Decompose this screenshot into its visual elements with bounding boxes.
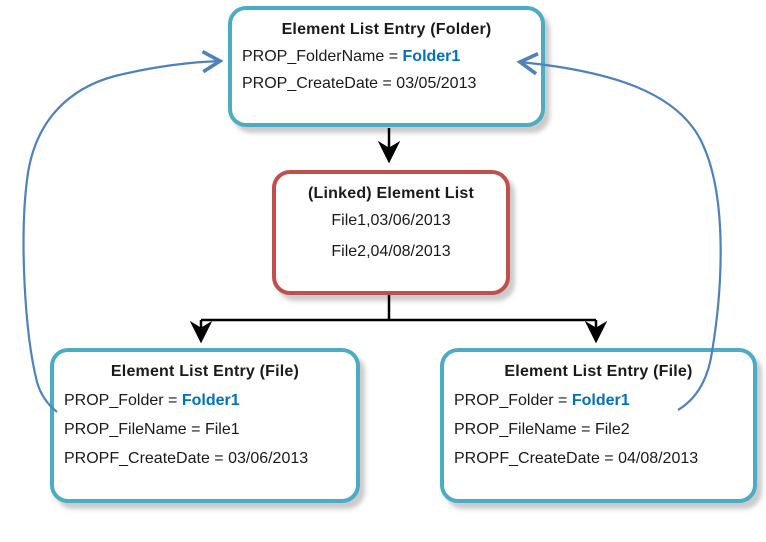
node-file1-entry: Element List Entry (File) PROP_Folder = …: [50, 348, 360, 503]
node-linked-element-list: (Linked) Element List File1,03/06/2013 F…: [272, 170, 510, 295]
node-linked-element-list-title: (Linked) Element List: [308, 185, 474, 202]
file1-folder-value: Folder1: [181, 392, 240, 409]
file2-folder-line: PROP_Folder = Folder1: [444, 392, 753, 410]
folder-create-date-line: PROP_CreateDate = 03/05/2013: [242, 75, 477, 92]
file2-folder-value: Folder1: [571, 392, 630, 409]
file2-name-line: PROP_FileName = File2: [454, 421, 630, 438]
node-file1-entry-title: Element List Entry (File): [110, 363, 300, 380]
linked-list-row: File2,04/08/2013: [331, 243, 451, 260]
node-file2-entry: Element List Entry (File) PROP_Folder = …: [440, 348, 757, 503]
node-folder-entry: Element List Entry (Folder) PROP_FolderN…: [228, 6, 545, 127]
folder-name-line: PROP_FolderName = Folder1: [232, 48, 541, 66]
folder-name-label: PROP_FolderName =: [242, 48, 403, 65]
linked-list-row: File1,03/06/2013: [331, 212, 451, 229]
file1-create-date-line: PROPF_CreateDate = 03/06/2013: [64, 450, 309, 467]
file2-folder-label: PROP_Folder =: [454, 392, 572, 409]
file1-folder-label: PROP_Folder =: [64, 392, 182, 409]
node-file2-entry-title: Element List Entry (File): [504, 363, 693, 380]
folder-name-value: Folder1: [402, 48, 461, 65]
file1-name-line: PROP_FileName = File1: [64, 421, 240, 438]
file1-folder-line: PROP_Folder = Folder1: [54, 392, 356, 410]
node-folder-entry-title: Element List Entry (Folder): [281, 21, 492, 38]
connector-split-bar: [201, 295, 596, 322]
file2-create-date-line: PROPF_CreateDate = 04/08/2013: [454, 450, 699, 467]
